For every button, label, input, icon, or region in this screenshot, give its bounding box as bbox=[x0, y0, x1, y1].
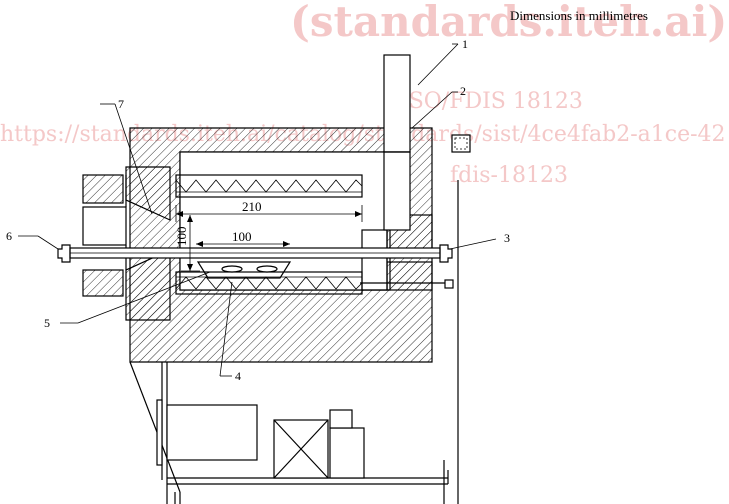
callout-3: 3 bbox=[504, 231, 510, 245]
watermark-line3: fdis-18123 bbox=[450, 163, 568, 188]
leader-5 bbox=[60, 271, 211, 324]
power-unit bbox=[166, 404, 258, 461]
leader-6 bbox=[18, 235, 59, 250]
dim-label-100-h: 100 bbox=[232, 229, 252, 244]
leader-2 bbox=[411, 91, 458, 129]
callout-4: 4 bbox=[235, 369, 241, 383]
leader-1 bbox=[417, 43, 459, 86]
dim-label-210: 210 bbox=[242, 199, 262, 214]
dim-label-100-v: 100 bbox=[174, 227, 189, 247]
leader-4 bbox=[219, 281, 233, 377]
pump-unit bbox=[329, 427, 365, 479]
callout-6: 6 bbox=[6, 229, 12, 243]
callout-5: 5 bbox=[44, 316, 50, 330]
leader-7 bbox=[100, 103, 153, 215]
thermocouple-connector bbox=[444, 279, 454, 289]
exhaust-chimney bbox=[383, 54, 411, 231]
leader-3 bbox=[449, 238, 497, 250]
inlet-fitting bbox=[57, 244, 71, 263]
furnace-chamber bbox=[179, 151, 388, 291]
heating-element-top bbox=[175, 174, 363, 198]
outlet-fitting bbox=[439, 244, 453, 263]
dimension-100-vertical bbox=[181, 215, 200, 272]
pump-head bbox=[329, 409, 353, 429]
dimension-210 bbox=[175, 205, 363, 222]
chamber-end-plate bbox=[361, 229, 388, 291]
callout-2: 2 bbox=[460, 84, 466, 98]
control-box bbox=[451, 134, 471, 153]
callout-1: 1 bbox=[462, 37, 468, 51]
left-panel bbox=[156, 399, 163, 466]
callout-7: 7 bbox=[118, 97, 124, 111]
door-assembly bbox=[82, 174, 127, 297]
transformer-box bbox=[273, 419, 329, 479]
sample-boat bbox=[196, 261, 292, 279]
sample-tube bbox=[69, 247, 441, 259]
watermark-line1: ISO/FDIS 18123 bbox=[400, 89, 583, 114]
dimension-100-horizontal bbox=[196, 241, 290, 247]
dimensions-note: Dimensions in millimetres bbox=[510, 8, 648, 23]
watermark-big: (standards.iteh.ai) bbox=[290, 0, 727, 46]
